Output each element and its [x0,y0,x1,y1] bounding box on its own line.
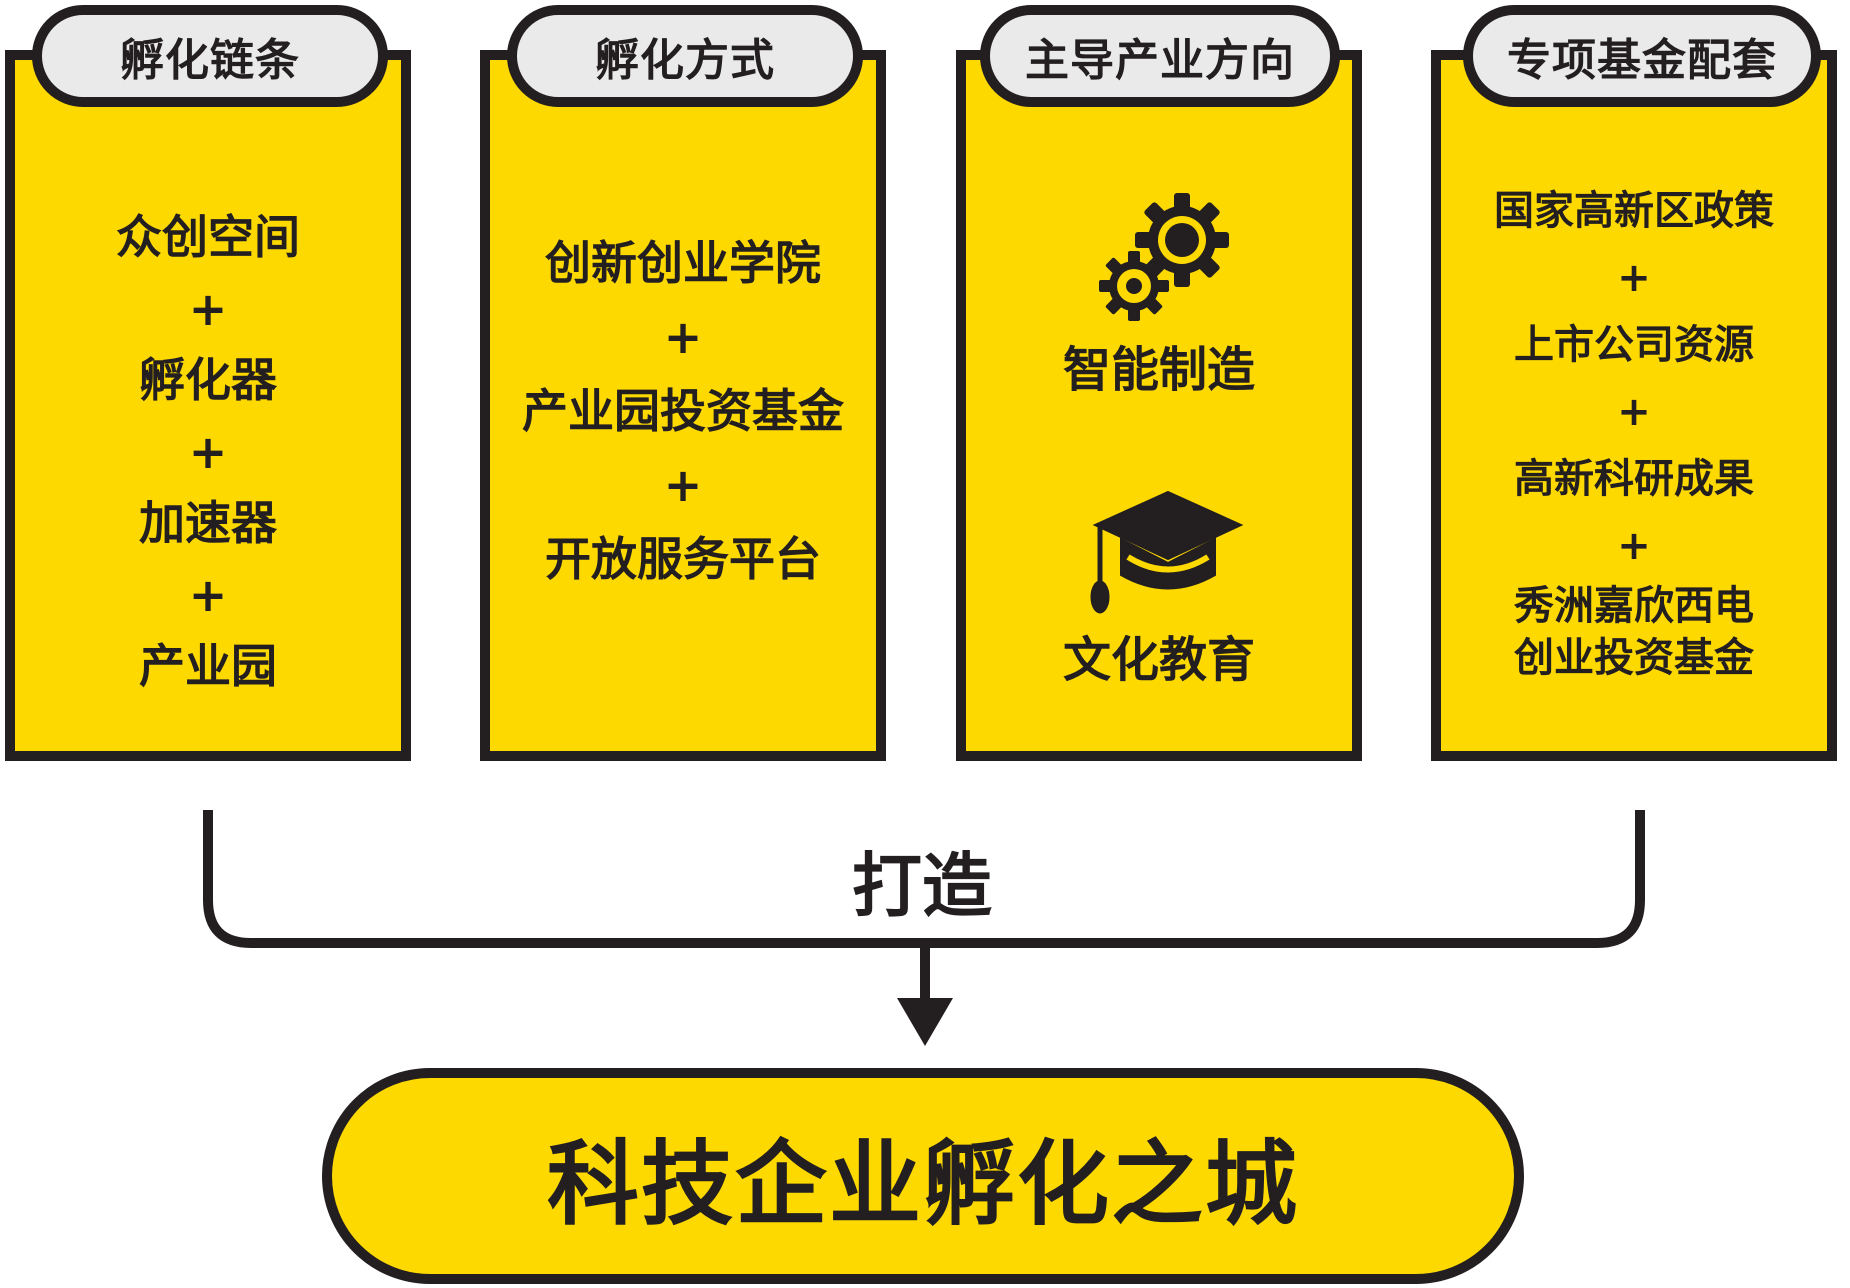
label-culture-education: 文化教育 [956,630,1362,690]
list-item: 加速器 [139,496,277,550]
list-item: 创业投资基金 [1514,635,1754,681]
plus-sign: + [1617,255,1651,301]
arrow-head-icon [897,998,953,1046]
result-pill: 科技企业孵化之城 [322,1068,1524,1284]
panel-leading-industry [956,50,1362,761]
list-item: 文化教育 [1062,632,1255,688]
list-special-fund: 国家高新区政策 + 上市公司资源 + 高新科研成果 + 秀洲嘉欣西电 创业投资基… [1431,178,1837,684]
list-item: 创新创业学院 [545,236,821,290]
list-item: 高新科研成果 [1514,456,1754,502]
plus-sign: + [1617,389,1651,435]
plus-sign: + [188,567,228,622]
panel-special-fund [1431,50,1837,761]
list-incubation-mode: 创新创业学院 + 产业园投资基金 + 开放服务平台 [480,226,886,596]
plus-sign: + [188,424,228,479]
tab-label: 孵化方式 [595,35,775,86]
list-incubation-chain: 众创空间 + 孵化器 + 加速器 + 产业园 [5,202,411,703]
panel-incubation-mode [480,50,886,761]
plus-sign: + [663,310,703,364]
connector-bracket [203,810,1645,1046]
tab-incubation-chain: 孵化链条 [32,5,388,107]
result-label: 科技企业孵化之城 [546,1130,1299,1238]
list-item: 智能制造 [1062,342,1255,398]
list-item: 上市公司资源 [1514,322,1754,368]
list-item: 产业园 [139,639,277,693]
list-item: 产业园投资基金 [522,384,844,438]
list-item: 众创空间 [116,210,300,264]
label-smart-manufacturing: 智能制造 [956,340,1362,400]
tab-special-fund: 专项基金配套 [1463,5,1821,107]
tab-label: 孵化链条 [120,35,300,86]
list-item: 国家高新区政策 [1494,188,1774,234]
tab-label: 专项基金配套 [1507,35,1777,86]
plus-sign: + [188,281,228,336]
tab-label: 主导产业方向 [1025,35,1295,86]
list-item: 秀洲嘉欣西电 [1514,583,1754,629]
gears-icon [1099,193,1229,321]
plus-sign: + [1617,523,1651,569]
connector-label: 打造 [852,845,992,927]
plus-sign: + [663,458,703,512]
tab-leading-industry: 主导产业方向 [980,5,1340,107]
list-item: 开放服务平台 [545,532,821,586]
tab-incubation-mode: 孵化方式 [507,5,863,107]
panel-incubation-chain [5,50,411,761]
graduation-cap-icon [1090,490,1244,614]
list-item: 孵化器 [139,353,277,407]
